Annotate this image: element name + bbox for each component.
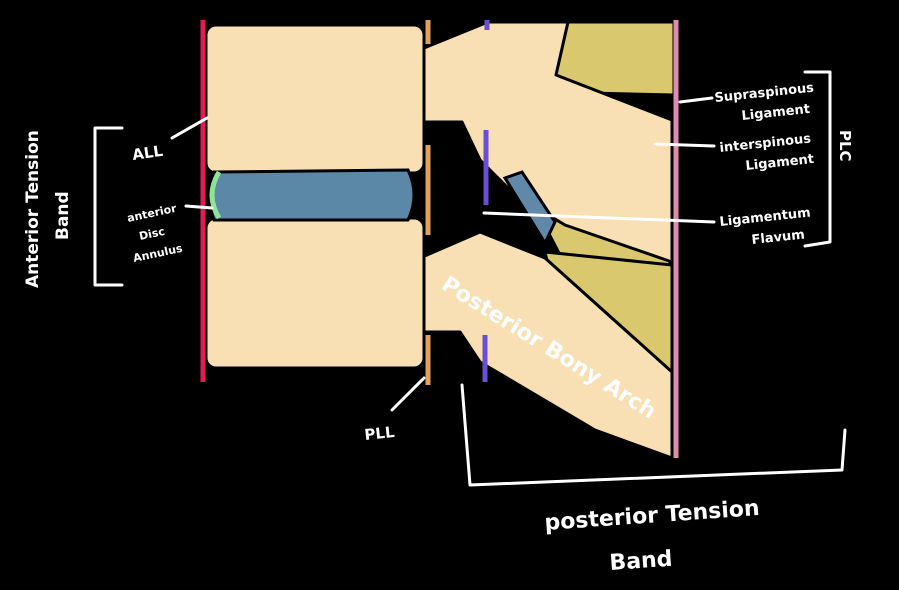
- interspinous-label-1: interspinous: [719, 131, 812, 156]
- anterior-disc-annulus-label-1: anterior: [126, 202, 178, 225]
- upper-vertebral-body: [204, 23, 426, 175]
- anterior-tension-band-bracket: [93, 126, 124, 287]
- interspinous-leader: [653, 142, 716, 148]
- supraspinous-leader: [678, 96, 714, 104]
- anterior-tension-band-label-2: Band: [53, 191, 73, 240]
- flavum-leader: [482, 211, 716, 224]
- disc-annulus-leader: [184, 204, 214, 210]
- all-label: ALL: [131, 142, 164, 164]
- posterior-tension-band-label-1: posterior Tension: [544, 496, 761, 536]
- lower-vertebral-body: [204, 216, 426, 370]
- ligamentum-flavum-label-2: Flavum: [751, 227, 806, 247]
- plc-bracket: [803, 70, 832, 248]
- supraspinous-label-2: Ligament: [741, 102, 811, 124]
- ligamentum-flavum-label-1: Ligamentum: [719, 206, 812, 230]
- pll-label: PLL: [364, 423, 396, 444]
- posterior-bony-arch: [418, 230, 674, 460]
- pll-leader: [390, 376, 426, 412]
- anterior-disc-annulus-label-3: Annulus: [132, 242, 184, 265]
- anterior-disc-annulus-arc: [209, 170, 222, 220]
- ligamentum-flavum: [502, 170, 557, 247]
- upper-posterior-arch: [422, 20, 674, 264]
- posterior-tension-band-label-2: Band: [609, 547, 674, 576]
- plc-label: PLC: [836, 130, 854, 162]
- interspinous-label-2: Ligament: [745, 152, 815, 174]
- all-leader: [170, 116, 209, 140]
- anterior-tension-band-label-1: Anterior Tension: [23, 130, 43, 288]
- intervertebral-disc: [208, 168, 416, 222]
- posterior-tension-band-bracket: [460, 383, 847, 487]
- anterior-disc-annulus-label-2: Disc: [138, 225, 166, 243]
